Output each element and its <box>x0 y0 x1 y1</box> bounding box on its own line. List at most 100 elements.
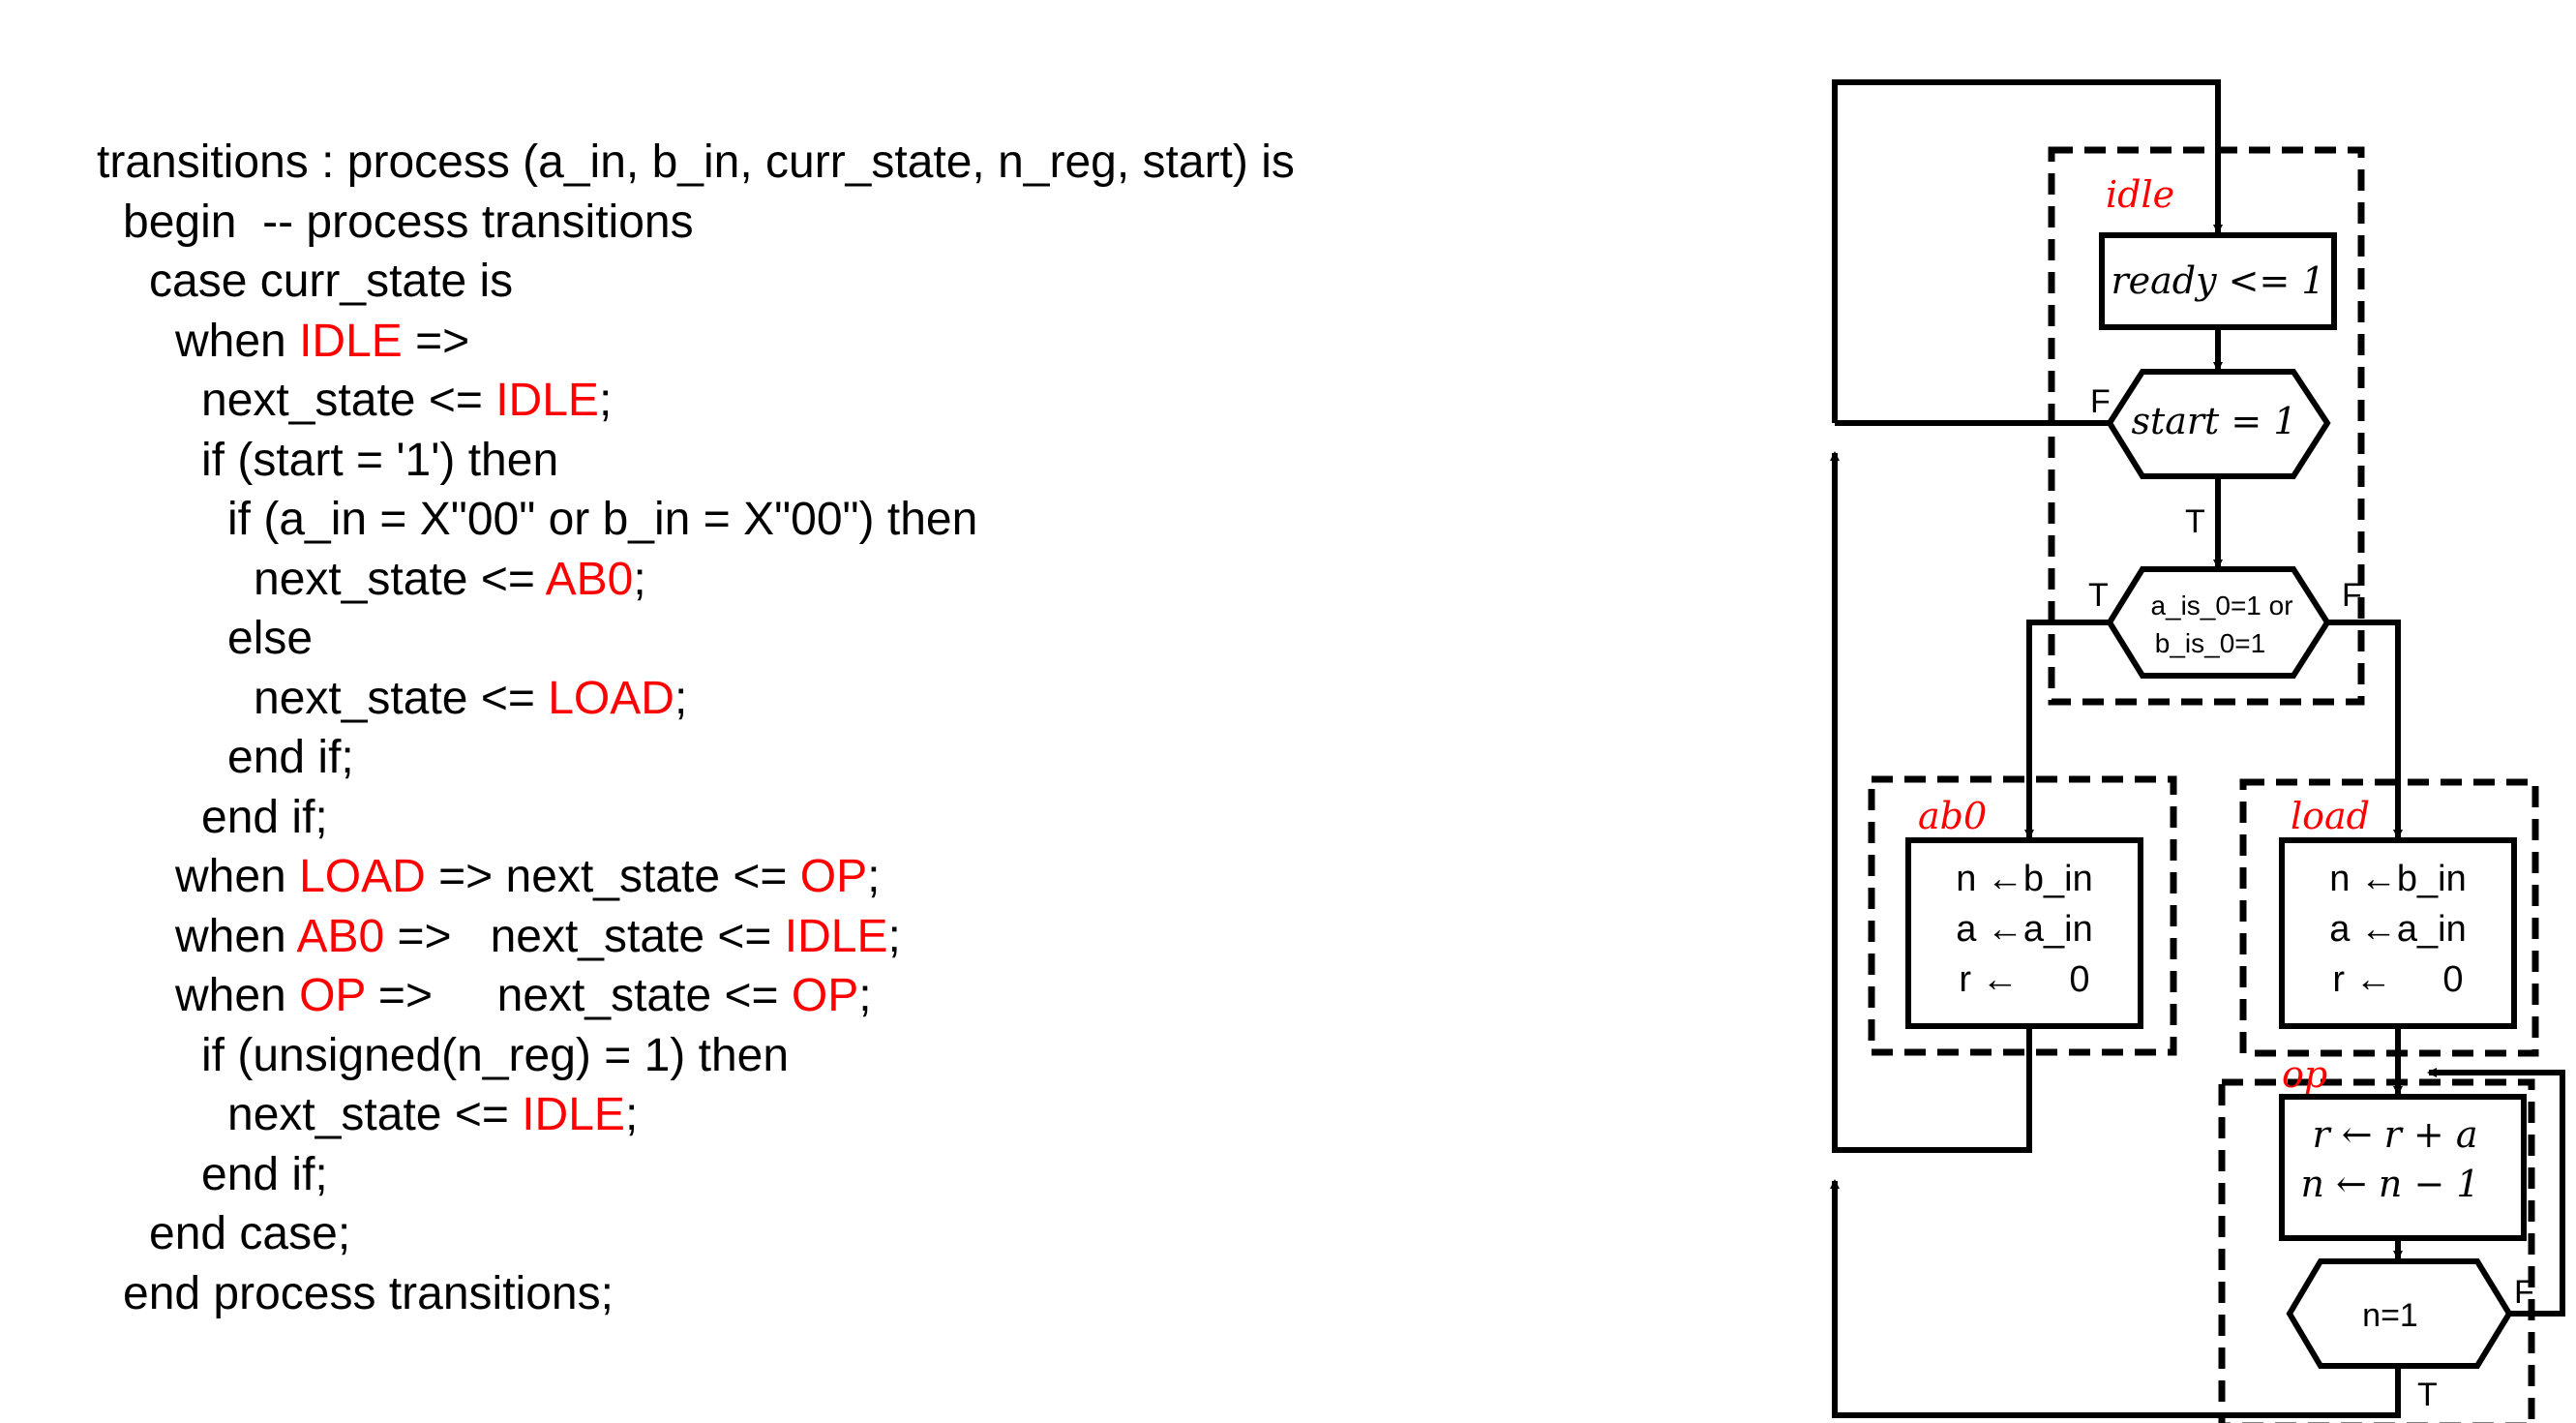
code-state-keyword: OP <box>791 970 859 1021</box>
code-line: end if; <box>227 731 354 785</box>
code-text: when <box>175 910 297 962</box>
n-equals-one-text: n=1 <box>2362 1297 2418 1334</box>
code-text: end if; <box>201 791 328 843</box>
code-line: begin -- process transitions <box>123 196 694 250</box>
load-action-line2: a ←a_in <box>2329 909 2467 950</box>
load-action-box <box>2279 837 2517 1029</box>
code-line: next_state <= AB0; <box>254 553 646 607</box>
code-text: ; <box>858 970 872 1021</box>
code-state-keyword: IDLE <box>522 1089 625 1140</box>
code-text: when <box>175 970 300 1021</box>
code-text: ; <box>887 910 901 962</box>
loop-top-arrow <box>1832 79 2223 423</box>
code-line: if (unsigned(n_reg) = 1) then <box>201 1029 789 1083</box>
start-decision-text: start = 1 <box>2131 400 2296 442</box>
code-state-keyword: AB0 <box>296 910 385 962</box>
code-line: end if; <box>201 1148 328 1202</box>
start-false-label: F <box>2090 383 2111 420</box>
op-action-line2: n ← n − 1 <box>2300 1163 2479 1205</box>
ab0-action-line3: r ← 0 <box>1959 959 2089 1000</box>
idle-state-label: idle <box>2106 173 2174 216</box>
code-text: if (a_in = X"00" or b_in = X"00") then <box>227 494 978 545</box>
code-text: ; <box>598 375 613 426</box>
load-action-line3: r ← 0 <box>2332 959 2463 1000</box>
code-state-keyword: IDLE <box>299 315 403 367</box>
op-action-line1: r ← r + a <box>2313 1113 2478 1156</box>
op-action-box <box>2279 1094 2527 1241</box>
code-text: end case; <box>149 1208 351 1259</box>
code-text: next_state <= <box>227 1089 523 1140</box>
code-state-keyword: OP <box>799 851 868 902</box>
code-text: begin -- process transitions <box>123 196 694 248</box>
code-line: end if; <box>201 791 328 845</box>
code-text: when <box>175 851 300 902</box>
code-text: when <box>175 315 300 367</box>
code-state-keyword: AB0 <box>545 553 634 605</box>
code-text: if (unsigned(n_reg) = 1) then <box>201 1029 790 1081</box>
code-text: transitions : process (a_in, b_in, curr_… <box>97 136 1295 188</box>
code-text: ; <box>867 851 881 902</box>
code-text: => <box>402 315 470 367</box>
ab0-state-boundary <box>1868 775 2177 1056</box>
zero-check-text-line2: b_is_0=1 <box>2155 628 2265 658</box>
code-line: end process transitions; <box>123 1267 614 1321</box>
code-text: else <box>227 613 314 664</box>
code-state-keyword: LOAD <box>299 851 426 902</box>
code-text: end process transitions; <box>123 1267 614 1319</box>
load-state-boundary <box>2239 778 2539 1057</box>
n-false-loop-arrow <box>2427 1068 2565 1317</box>
start-decision <box>2106 369 2331 479</box>
code-line: case curr_state is <box>149 255 513 309</box>
load-action-line1: n ←b_in <box>2329 859 2467 899</box>
code-text: => next_state <= <box>384 910 785 962</box>
ab0-action-line1: n ←b_in <box>1956 859 2093 899</box>
code-state-keyword: OP <box>299 970 366 1021</box>
code-text: ; <box>674 672 688 724</box>
code-line: end case; <box>149 1207 350 1261</box>
code-text: case curr_state is <box>149 256 514 307</box>
code-line: transitions : process (a_in, b_in, curr_… <box>97 136 1295 190</box>
code-line: next_state <= IDLE; <box>201 374 612 428</box>
code-line: when IDLE => <box>175 315 469 369</box>
load-state-label: load <box>2291 795 2370 837</box>
op-state-boundary <box>2218 1078 2535 1423</box>
ab0-state-label: ab0 <box>1918 795 1987 837</box>
code-text: end if; <box>201 1148 328 1200</box>
code-state-keyword: IDLE <box>784 910 888 962</box>
ab0-return-line <box>1830 451 2032 1153</box>
ready-action-box <box>2099 232 2337 330</box>
ready-action-text: ready <= 1 <box>2111 259 2324 302</box>
n-true-return-line <box>1830 1179 2401 1418</box>
code-line: else <box>227 612 313 666</box>
ab0-action-box <box>1905 837 2143 1029</box>
code-line: when OP => next_state <= OP; <box>175 969 872 1023</box>
code-text: ; <box>633 553 646 605</box>
code-line: if (start = '1') then <box>201 434 558 488</box>
code-state-keyword: IDLE <box>495 375 599 426</box>
code-state-keyword: LOAD <box>548 672 674 724</box>
zero-true-arrow <box>2024 620 2110 839</box>
ab0-action-line2: a ←a_in <box>1956 909 2093 950</box>
code-text: next_state <= <box>254 553 546 605</box>
n-true-label: T <box>2417 1377 2438 1413</box>
code-text: next_state <= <box>201 375 496 426</box>
zero-true-label: T <box>2088 577 2109 614</box>
code-text: => next_state <= <box>365 970 792 1021</box>
code-line: if (a_in = X"00" or b_in = X"00") then <box>227 493 977 547</box>
code-text: ; <box>624 1089 639 1140</box>
code-line: next_state <= LOAD; <box>254 672 687 726</box>
zero-check-decision <box>2106 566 2331 679</box>
code-text: => next_state <= <box>425 851 800 902</box>
n-false-label: F <box>2514 1274 2534 1311</box>
code-line: next_state <= IDLE; <box>227 1088 638 1142</box>
zero-false-arrow <box>2327 620 2403 839</box>
zero-check-text-line1: a_is_0=1 or <box>2150 590 2292 621</box>
code-text: next_state <= <box>254 672 549 724</box>
start-true-label: T <box>2185 503 2205 540</box>
code-text: if (start = '1') then <box>201 434 559 486</box>
code-line: when LOAD => next_state <= OP; <box>175 850 880 904</box>
code-text: end if; <box>227 732 354 783</box>
op-state-label: op <box>2282 1053 2327 1096</box>
code-line: when AB0 => next_state <= IDLE; <box>175 910 901 964</box>
